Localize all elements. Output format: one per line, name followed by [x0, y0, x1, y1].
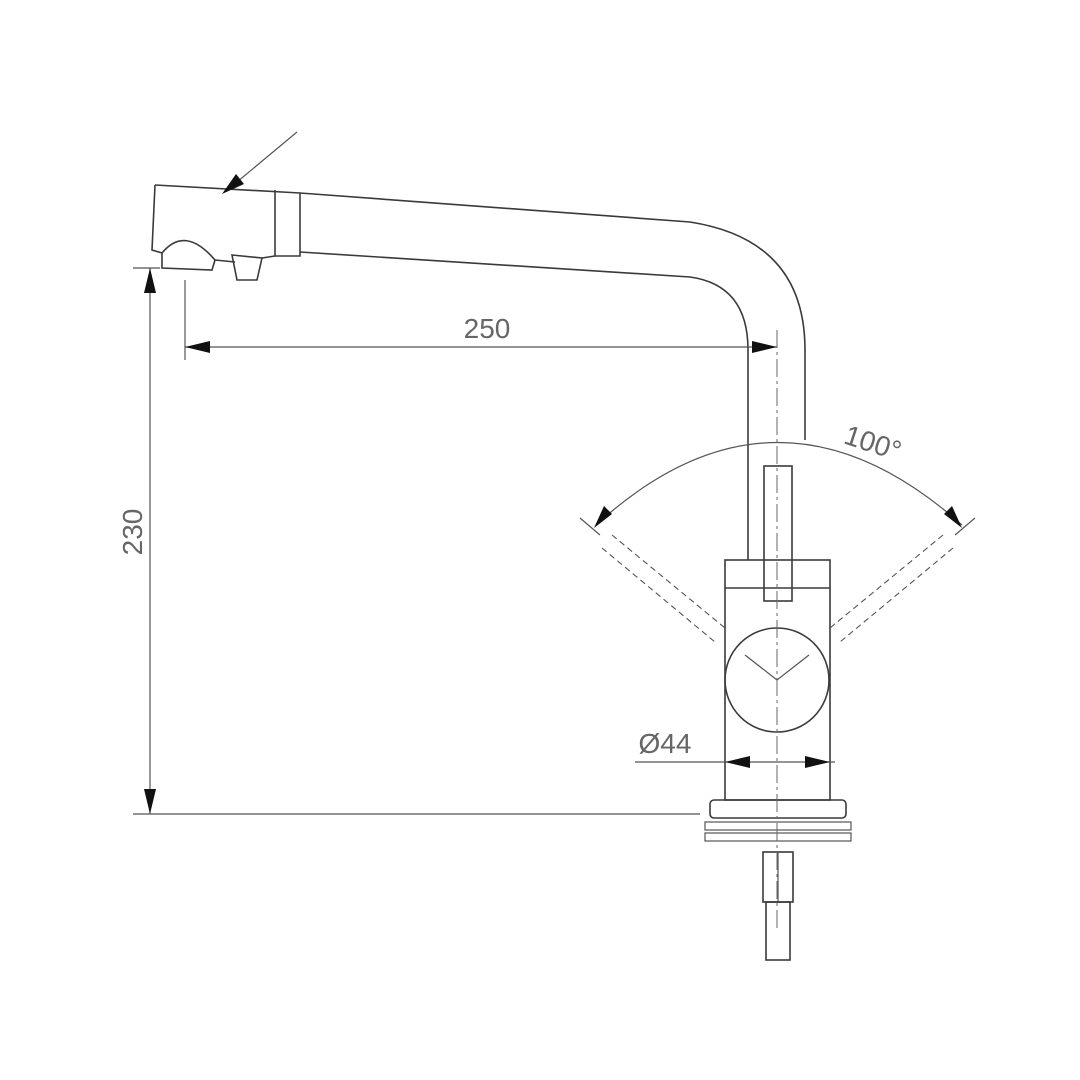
- dimension-diameter: Ø44: [635, 728, 835, 768]
- leader-arrow: [222, 131, 298, 194]
- svg-text:100°: 100°: [841, 419, 906, 466]
- dimension-250: 250: [184, 280, 777, 360]
- dimension-230: 230: [117, 267, 700, 815]
- spout: [151, 184, 806, 560]
- svg-text:230: 230: [117, 509, 148, 556]
- faucet-body: [704, 465, 852, 961]
- svg-text:250: 250: [464, 313, 511, 344]
- svg-text:Ø44: Ø44: [639, 728, 692, 759]
- lever-positions: [601, 534, 954, 643]
